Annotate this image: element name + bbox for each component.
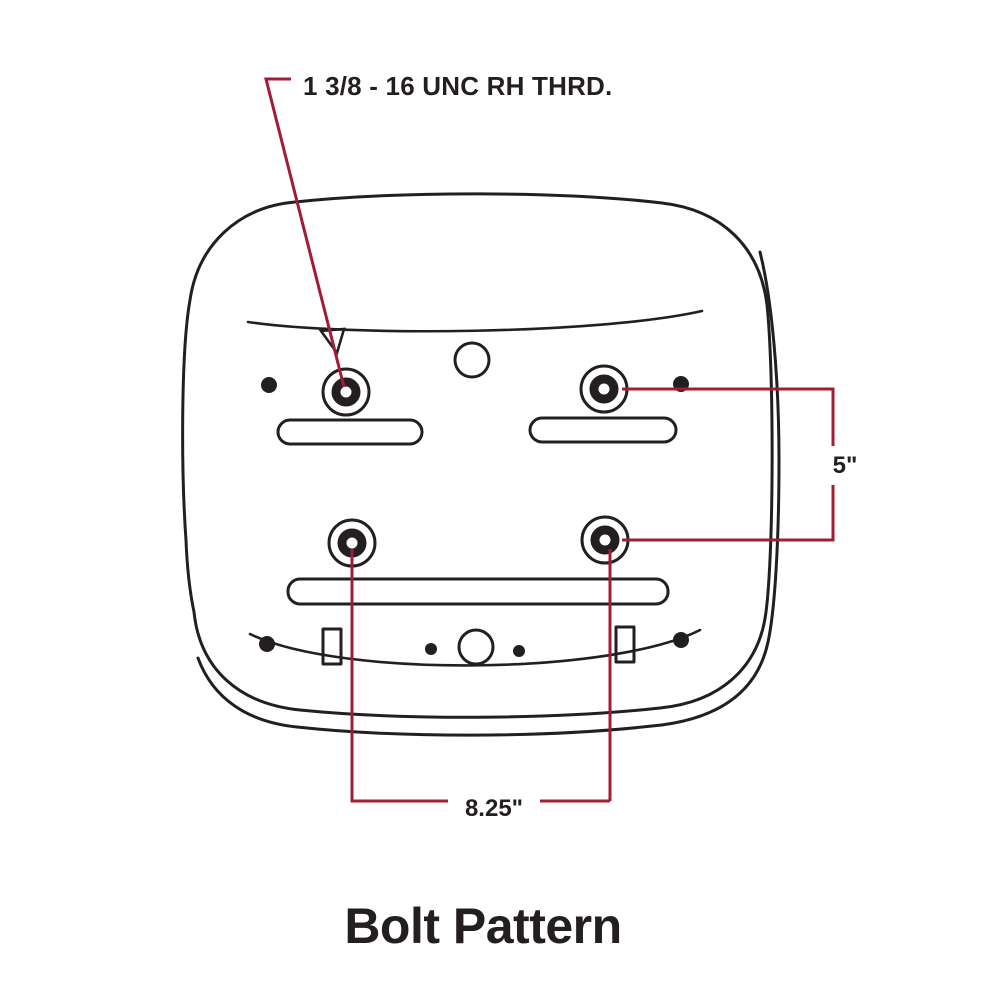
bolt-hole-top-right bbox=[579, 364, 629, 414]
datum-triangle-marker bbox=[318, 327, 346, 356]
upper-left-slot bbox=[276, 418, 424, 446]
bolt-hole-bottom-right bbox=[580, 515, 630, 565]
bolt-inner-ring bbox=[589, 374, 619, 404]
bottom-center-hole bbox=[457, 628, 495, 666]
top-seam-line bbox=[246, 309, 704, 333]
dimension-lines bbox=[264, 77, 835, 803]
thread-callout-label: 1 3/8 - 16 UNC RH THRD. bbox=[303, 71, 612, 101]
mount-dot bbox=[261, 377, 277, 393]
horizontal-dimension-label: 8.25" bbox=[465, 795, 523, 822]
bolt-outer-circle bbox=[321, 367, 371, 417]
top-center-hole bbox=[453, 341, 491, 379]
mount-dot bbox=[513, 645, 525, 657]
diagram-title: Bolt Pattern bbox=[344, 898, 621, 954]
lower-long-slot bbox=[286, 577, 670, 606]
vertical-dimension-label: 5" bbox=[833, 452, 858, 479]
bolt-inner-ring bbox=[331, 377, 361, 407]
bolt-hole-top-left bbox=[321, 367, 371, 417]
mount-dot bbox=[425, 643, 437, 655]
bottom-right-bracket bbox=[614, 625, 636, 664]
upper-right-slot bbox=[528, 416, 678, 444]
mount-dot bbox=[259, 636, 275, 652]
seat-rim-contour bbox=[196, 250, 781, 737]
bolt-inner-ring bbox=[590, 525, 620, 555]
bolt-outer-circle bbox=[579, 364, 629, 414]
bolt-outer-circle bbox=[580, 515, 630, 565]
horizontal-dimension-line bbox=[350, 549, 612, 803]
bottom-left-bracket bbox=[321, 627, 343, 666]
vertical-dimension-line bbox=[622, 387, 835, 542]
mount-dot bbox=[673, 632, 689, 648]
thread-leader-line bbox=[264, 77, 346, 388]
seat-bottom-drawing bbox=[181, 192, 781, 737]
